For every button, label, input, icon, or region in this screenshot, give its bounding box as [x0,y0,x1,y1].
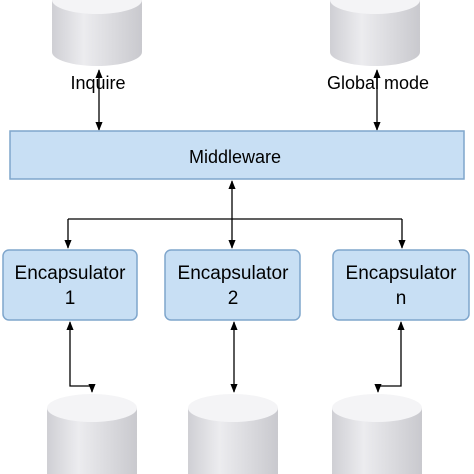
middleware-label: Middleware [189,147,281,167]
database-1-icon [47,394,137,474]
middleware-box: Middleware [9,130,465,180]
database-inquire-icon [52,0,142,66]
encapsulator-2-box: Encapsulator 2 [164,249,301,321]
encapsulator-n-label: Encapsulator [346,263,458,284]
encapsulator-1-box: Encapsulator 1 [2,249,138,321]
encapsulator-1-number: 1 [65,288,76,309]
database-global-mode-icon [330,0,420,66]
encapsulator-2-number: 2 [228,288,239,309]
encapsulator-1-label: Encapsulator [15,263,127,284]
database-2-icon [188,394,278,474]
encapsulator-2-label: Encapsulator [178,263,290,284]
inquire-label: Inquire [70,73,125,93]
arrow-encapsulator-n-database [374,321,405,393]
encapsulator-n-number: n [396,288,407,309]
global-mode-label: Global mode [327,73,429,93]
encapsulator-n-box: Encapsulator n [332,249,470,321]
database-n-icon [332,394,422,474]
middleware-encapsulator-connector [64,180,406,249]
arrow-encapsulator-1-database [66,321,96,393]
